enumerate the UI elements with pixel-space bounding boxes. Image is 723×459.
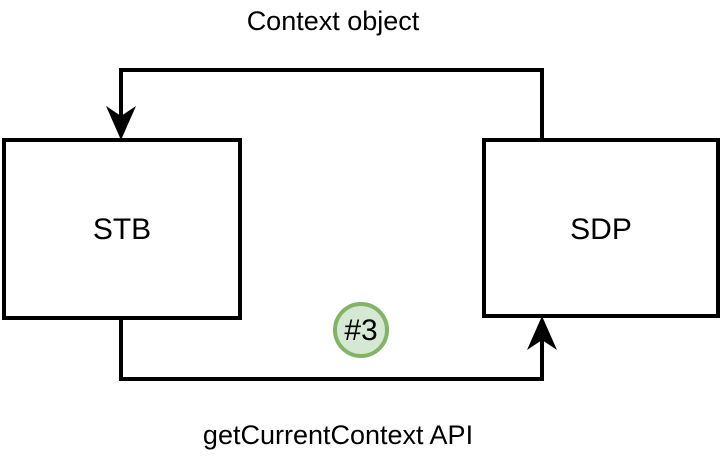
step-badge-label: #3	[344, 314, 377, 347]
edge-context-object[interactable]	[106, 68, 544, 140]
node-sdp[interactable]: SDP	[482, 138, 720, 318]
arrowhead-down-icon	[106, 106, 136, 140]
node-stb-box	[2, 138, 242, 320]
node-stb-label: STB	[93, 213, 151, 246]
node-sdp-box	[482, 138, 720, 318]
node-stb[interactable]: STB	[2, 138, 242, 320]
step-badge-3[interactable]: #3	[333, 302, 389, 358]
arrowhead-up-icon	[527, 316, 557, 350]
edge-label-getcurrentcontext-api: getCurrentContext API	[203, 420, 473, 450]
edge-getcurrentcontext-api-line	[119, 320, 544, 381]
edge-getcurrentcontext-api[interactable]	[119, 316, 557, 381]
node-sdp-label: SDP	[570, 213, 632, 246]
step-badge-circle	[333, 302, 389, 358]
edge-context-object-line	[119, 68, 544, 138]
edge-label-context-object: Context object	[247, 6, 420, 36]
